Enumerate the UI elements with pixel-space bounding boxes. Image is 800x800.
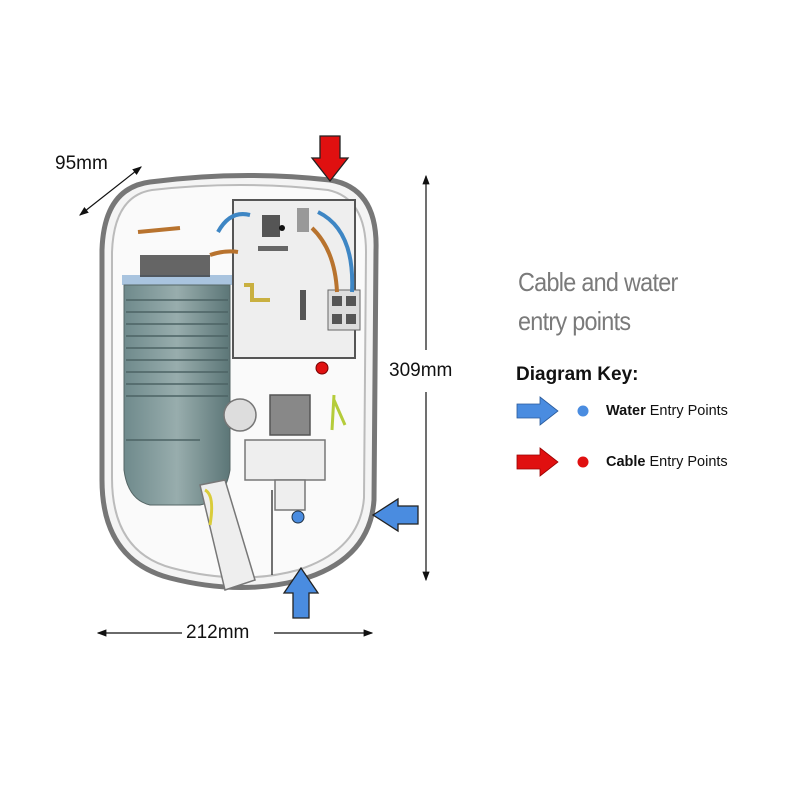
water-entry-arrow-left: [371, 497, 419, 533]
title-line-2: entry points: [518, 306, 631, 336]
valve-assembly: [199, 394, 347, 591]
cable-entry-dot: [315, 361, 329, 375]
key-item-text: Entry Points: [649, 454, 728, 470]
height-label: 309mm: [389, 360, 453, 382]
water-key-dot-icon: [577, 405, 589, 417]
diagram-title: Cable and water entry points: [518, 263, 678, 341]
depth-dimension-line: [79, 166, 142, 216]
key-item-water: Water Entry Points: [606, 403, 728, 419]
width-label: 212mm: [186, 622, 250, 643]
cable-key-arrow-icon: [516, 447, 559, 477]
key-item-bold: Water: [606, 403, 646, 419]
title-line-1: Cable and water: [518, 267, 678, 297]
water-entry-dot: [291, 510, 305, 524]
key-item-bold: Cable: [606, 454, 646, 470]
key-heading: Diagram Key:: [516, 364, 639, 385]
cable-key-dot-icon: [577, 456, 589, 468]
heater-cylinder: [122, 255, 232, 506]
water-entry-arrow-up: [282, 566, 320, 619]
depth-label: 95mm: [55, 153, 108, 174]
circuit-board: [137, 199, 361, 359]
key-item-cable: Cable Entry Points: [606, 454, 728, 470]
cable-entry-arrow-down: [310, 135, 350, 183]
key-item-text: Entry Points: [649, 403, 728, 419]
water-key-arrow-icon: [516, 396, 559, 426]
